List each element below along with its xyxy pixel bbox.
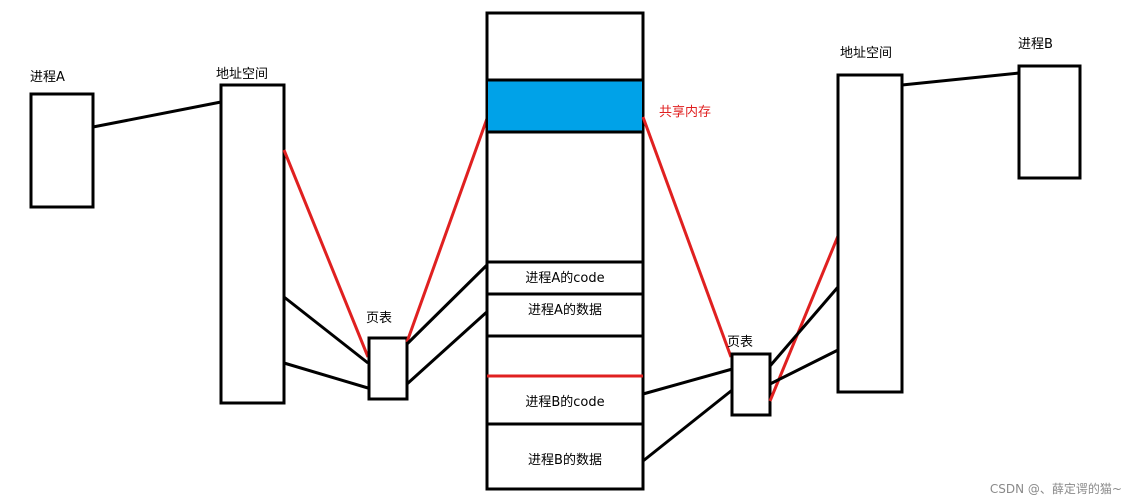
process-a-label: 进程A — [30, 70, 65, 85]
pagetable-b-to-addrspace-code-link — [768, 286, 840, 367]
page-table-a-label: 页表 — [366, 311, 392, 326]
process-b-box — [1017, 64, 1082, 180]
page-table-a-box — [367, 336, 409, 401]
data-to-pagetable-b-link — [642, 385, 737, 463]
shared-memory-block — [488, 81, 642, 131]
pagetable-a-to-data-link — [405, 308, 491, 386]
address-space-a-label: 地址空间 — [216, 67, 268, 82]
process-b-label: 进程B — [1018, 37, 1053, 52]
watermark-text: CSDN @、薛定谔的猫~ — [990, 481, 1122, 496]
page-table-b-box — [730, 352, 772, 417]
process-a-box — [29, 92, 95, 209]
proc-a-data-cell-label: 进程A的数据 — [528, 302, 602, 318]
addrspace-to-process-b-link — [901, 71, 1020, 87]
proc-a-code-cell-label: 进程A的code — [525, 270, 604, 286]
pagetable-a-to-code-link — [405, 261, 491, 346]
address-space-a-box — [219, 83, 286, 405]
code-to-pagetable-b-link — [642, 366, 737, 396]
proc-b-data-cell-label: 进程B的数据 — [528, 452, 602, 468]
proc-b-code-cell-label: 进程B的code — [525, 394, 604, 410]
address-space-b-box — [836, 73, 904, 394]
pagetable-b-to-addrspace-data-link — [769, 346, 843, 386]
addrspace-a-to-pagetable-data-link — [283, 361, 369, 390]
page-table-b-label: 页表 — [727, 335, 753, 350]
shared-memory-label: 共享内存 — [659, 104, 711, 120]
pagetable-a-to-shared-memory-link — [405, 112, 491, 343]
addrspace-a-to-pagetable-shared-link — [282, 149, 370, 358]
process-a-to-addrspace-link — [92, 100, 222, 129]
addrspace-a-to-pagetable-code-link — [283, 295, 369, 365]
shared-memory-to-pagetable-b-link — [641, 116, 733, 358]
address-space-b-label: 地址空间 — [840, 46, 892, 61]
pagetable-b-to-addrspace-shared-link — [768, 235, 840, 402]
